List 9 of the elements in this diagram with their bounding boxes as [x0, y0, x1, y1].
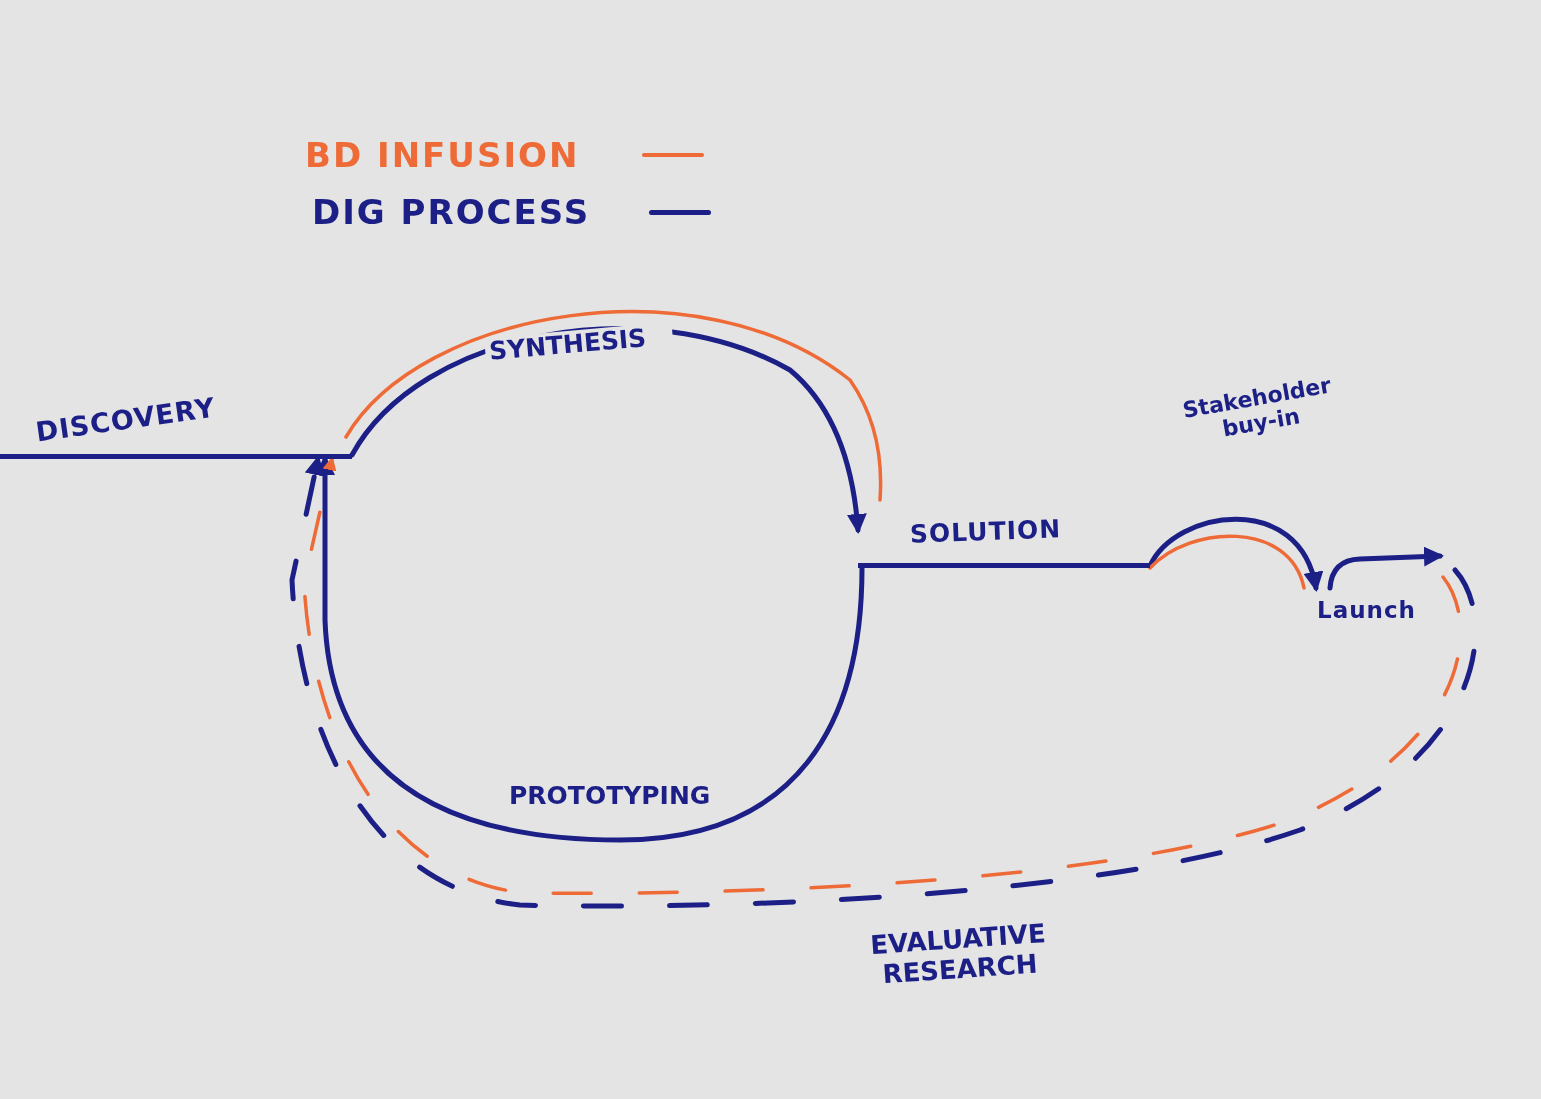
arrow — [1327, 546, 1444, 591]
legend-label: BD INFUSION — [305, 135, 580, 175]
stage-name: SOLUTION — [909, 514, 1062, 549]
connector-line — [344, 310, 883, 502]
stage-name: DISCOVERY — [33, 391, 218, 448]
connector-line — [1148, 534, 1306, 590]
legend-label: DIG PROCESS — [312, 192, 591, 232]
arrow — [1147, 516, 1322, 592]
stage-name: Launch — [1317, 597, 1416, 623]
